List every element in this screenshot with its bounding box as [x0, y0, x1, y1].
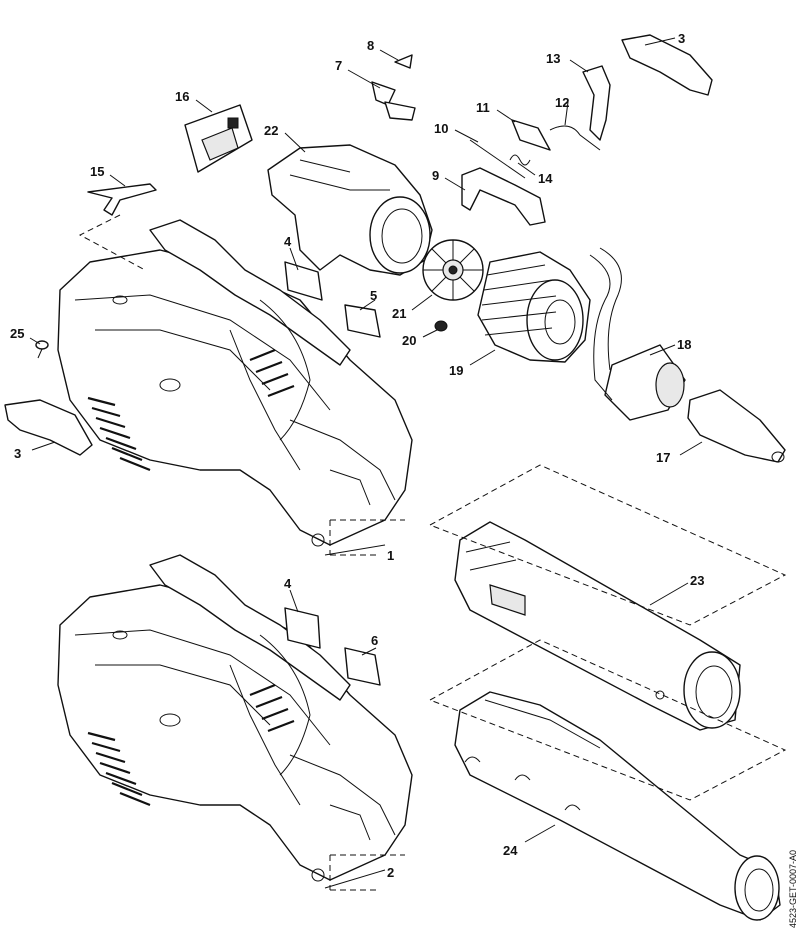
part-14-spring [509, 154, 531, 166]
label-part-7: 7 [335, 58, 342, 73]
label-part-22: 22 [264, 123, 278, 138]
part-23-tube [454, 521, 741, 731]
part-13-lever [582, 65, 611, 141]
label-part-19: 19 [449, 363, 463, 378]
part-16-board [184, 104, 253, 173]
part-labels: 1 2 3 3 4 4 5 6 7 8 9 10 11 12 13 14 15 … [10, 31, 704, 880]
part-11-plate [511, 119, 551, 151]
guide-lines [78, 214, 787, 891]
leader-lines [29, 37, 703, 889]
housing-upper [57, 219, 413, 547]
part-7-clip [371, 81, 416, 121]
part-4-label-lower [284, 607, 321, 649]
part-21-fan-wheel [422, 239, 484, 301]
part-4-label-upper [284, 261, 323, 301]
part-10-rod [469, 139, 526, 179]
label-part-20: 20 [402, 333, 416, 348]
label-part-17: 17 [656, 450, 670, 465]
part-25-screw [35, 340, 49, 359]
label-part-8: 8 [367, 38, 374, 53]
label-part-4-lower: 4 [284, 576, 292, 591]
label-part-5: 5 [370, 288, 377, 303]
label-part-16: 16 [175, 89, 189, 104]
part-5-label [344, 304, 381, 338]
label-part-6: 6 [371, 633, 378, 648]
part-6-label [344, 647, 381, 686]
part-3-cover-top [621, 34, 713, 96]
part-22-fan-cover [267, 144, 433, 276]
part-8-small-clip [394, 54, 413, 69]
label-part-11: 11 [476, 100, 490, 115]
label-part-2: 2 [387, 865, 394, 880]
label-part-13: 13 [546, 51, 560, 66]
part-20-nut [434, 320, 448, 332]
part-15-strip [87, 183, 157, 216]
label-part-18: 18 [677, 337, 691, 352]
housing-upper-ribs [87, 348, 295, 472]
label-part-14: 14 [538, 171, 553, 186]
part-17-nozzle-cap [687, 389, 786, 463]
label-part-3-top: 3 [678, 31, 685, 46]
part-3-cap-left [4, 399, 93, 456]
part-18-motor [589, 247, 686, 421]
housing-lower-ribs [87, 683, 295, 807]
part-24-nozzle [454, 691, 781, 921]
label-part-15: 15 [90, 164, 104, 179]
drawing-code: 4523-GET-0007-A0 [788, 850, 798, 928]
label-part-24: 24 [503, 843, 518, 858]
housing-lower [57, 554, 413, 882]
label-part-9: 9 [432, 168, 439, 183]
label-part-25: 25 [10, 326, 24, 341]
label-part-21: 21 [392, 306, 406, 321]
part-19-motor-housing [477, 251, 591, 363]
label-part-3-left: 3 [14, 446, 21, 461]
label-part-23: 23 [690, 573, 704, 588]
label-part-10: 10 [434, 121, 448, 136]
label-part-1: 1 [387, 548, 394, 563]
part-12-spring [549, 125, 601, 151]
label-part-4-upper: 4 [284, 234, 292, 249]
label-part-12: 12 [555, 95, 569, 110]
part-9-bracket [461, 167, 546, 226]
